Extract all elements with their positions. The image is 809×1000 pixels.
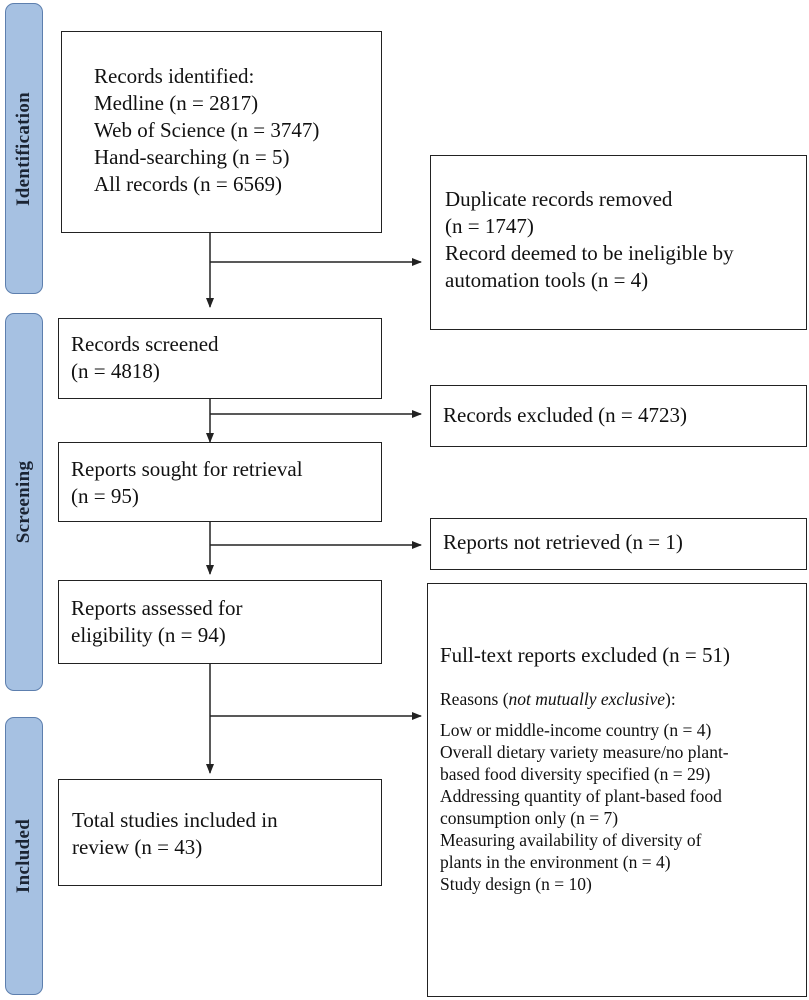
records-excluded-box: Records excluded (n = 4723) <box>430 385 807 447</box>
automation-ineligible-label: Record deemed to be ineligible by <box>445 241 734 265</box>
included-studies-box: Total studies included in review (n = 43… <box>58 779 382 886</box>
reason-quantity-2: consumption only (n = 7) <box>440 808 619 828</box>
records-identified-box: Records identified: Medline (n = 2817) W… <box>61 31 382 233</box>
reason-overall-variety-1: Overall dietary variety measure/no plant… <box>440 742 729 762</box>
reports-not-retrieved-label: Reports not retrieved (n = 1) <box>443 530 683 554</box>
duplicates-removed-label: Duplicate records removed <box>445 187 673 211</box>
removed-before-screening-box: Duplicate records removed (n = 1747) Rec… <box>430 155 807 330</box>
reports-assessed-count: eligibility (n = 94) <box>71 623 226 647</box>
phase-screening: Screening <box>5 313 43 691</box>
automation-ineligible-count: automation tools (n = 4) <box>445 268 649 292</box>
reasons-prefix: Reasons ( <box>440 689 509 709</box>
reason-quantity-1: Addressing quantity of plant-based food <box>440 786 722 806</box>
medline-count: Medline (n = 2817) <box>94 91 259 115</box>
reason-study-design: Study design (n = 10) <box>440 874 592 894</box>
wos-count: Web of Science (n = 3747) <box>94 118 320 142</box>
records-screened-label: Records screened <box>71 332 219 356</box>
reports-sought-label: Reports sought for retrieval <box>71 457 303 481</box>
exclusion-reasons: Reasons (not mutually exclusive): Low or… <box>440 688 806 895</box>
reason-availability-1: Measuring availability of diversity of <box>440 830 702 850</box>
fulltext-excluded-title: Full-text reports excluded (n = 51) <box>440 643 731 667</box>
hand-search-count: Hand-searching (n = 5) <box>94 145 290 169</box>
reports-assessed-label: Reports assessed for <box>71 596 243 620</box>
reports-sought-count: (n = 95) <box>71 484 139 508</box>
reports-not-retrieved-box: Reports not retrieved (n = 1) <box>430 518 807 570</box>
included-studies-count: review (n = 43) <box>72 835 203 859</box>
included-studies-label: Total studies included in <box>72 808 278 832</box>
reports-sought-box: Reports sought for retrieval (n = 95) <box>58 442 382 522</box>
reasons-note: not mutually exclusive <box>508 689 666 709</box>
phase-identification: Identification <box>5 3 43 294</box>
phase-included: Included <box>5 717 43 995</box>
all-records-count: All records (n = 6569) <box>94 172 282 196</box>
reason-lmic: Low or middle-income country (n = 4) <box>440 720 712 740</box>
records-excluded-label: Records excluded (n = 4723) <box>443 403 687 427</box>
duplicates-removed-count: (n = 1747) <box>445 214 534 238</box>
records-identified-heading: Records identified: <box>94 64 255 88</box>
reason-overall-variety-2: based food diversity specified (n = 29) <box>440 764 711 784</box>
reports-assessed-box: Reports assessed for eligibility (n = 94… <box>58 580 382 664</box>
reason-availability-2: plants in the environment (n = 4) <box>440 852 671 872</box>
records-screened-box: Records screened (n = 4818) <box>58 318 382 399</box>
reasons-heading: Reasons (not mutually exclusive): <box>440 688 806 710</box>
reasons-suffix: ): <box>665 689 676 709</box>
fulltext-excluded-box: Full-text reports excluded (n = 51) Reas… <box>427 583 807 997</box>
records-screened-count: (n = 4818) <box>71 359 160 383</box>
